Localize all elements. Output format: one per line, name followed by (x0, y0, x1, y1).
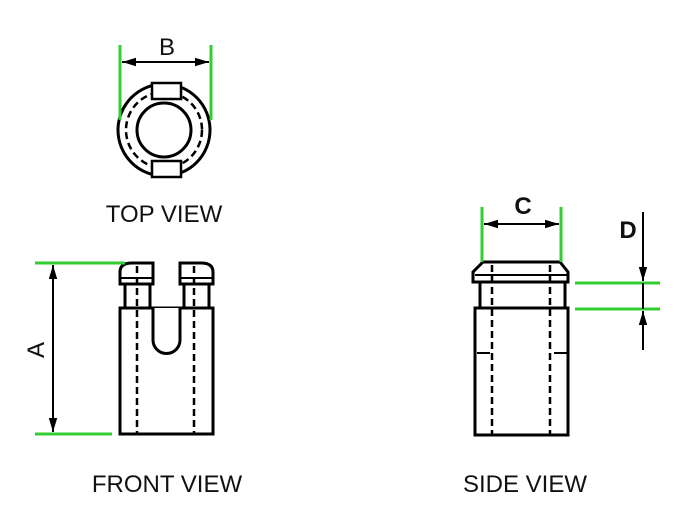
side-cap (471, 260, 570, 284)
dimension-d-label: D (619, 217, 636, 244)
top-view (116, 81, 212, 179)
top-view-label: TOP VIEW (106, 201, 223, 228)
side-body (473, 306, 570, 437)
dimension-b-label: B (159, 34, 175, 61)
inner-circle (135, 101, 193, 159)
side-view (471, 260, 570, 437)
dimension-a-label: A (23, 342, 50, 358)
dimension-d (575, 212, 660, 350)
top-slot (150, 81, 183, 101)
dimension-b (118, 45, 213, 120)
front-view-label: FRONT VIEW (92, 471, 243, 498)
dimension-c-label: C (514, 193, 531, 220)
front-slot (151, 308, 182, 355)
dimension-c (480, 207, 563, 262)
side-neck (478, 282, 567, 308)
bottom-slot (150, 159, 183, 179)
left-neck (123, 284, 152, 308)
right-neck (182, 284, 211, 308)
right-head (178, 261, 215, 286)
side-view-label: SIDE VIEW (463, 471, 587, 498)
front-body (118, 306, 215, 436)
dimension-a (35, 261, 125, 436)
front-view (118, 261, 215, 436)
